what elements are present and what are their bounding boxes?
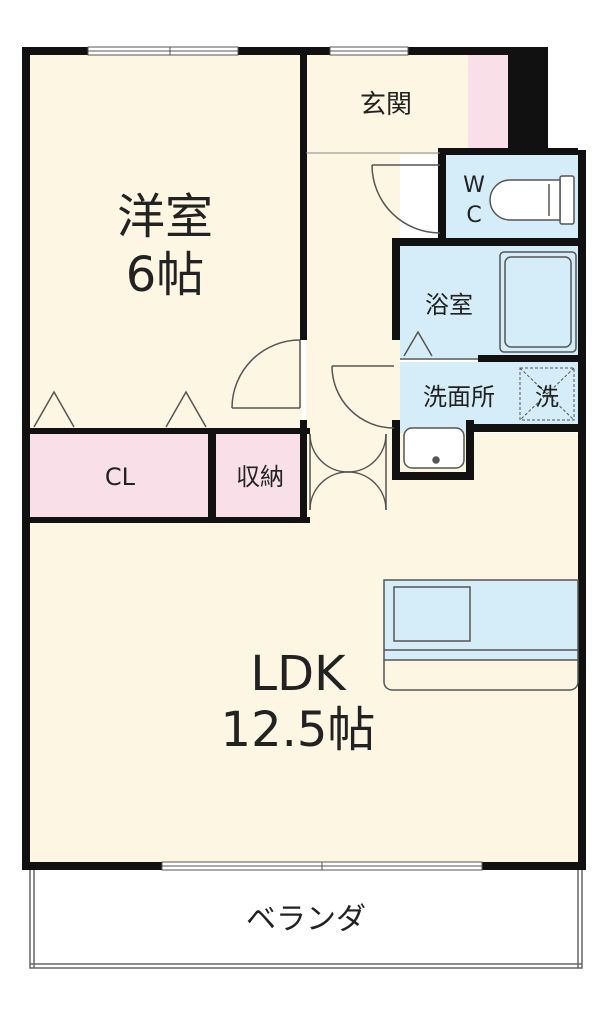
vanity-sink — [403, 427, 465, 469]
ldk-name: LDK — [250, 646, 347, 702]
wc-label-bottom: C — [466, 203, 481, 228]
washer-space — [519, 367, 575, 421]
closet-label: CL — [105, 463, 136, 491]
kitchen-counter — [383, 579, 579, 691]
storage-door-mark — [403, 330, 433, 357]
wc-label-top: W — [463, 173, 485, 198]
balcony-label: ベランダ — [246, 902, 366, 937]
bathroom-label: 浴室 — [425, 291, 473, 319]
storage-label: 収納 — [236, 463, 284, 491]
door-washroom — [331, 365, 395, 429]
toilet-fixture — [489, 175, 575, 225]
entrance-label: 玄関 — [360, 90, 412, 120]
western-room-size: 6帖 — [126, 247, 205, 303]
entrance-storage-floor — [468, 55, 508, 150]
window-ldk — [161, 861, 483, 871]
bathtub-fixture — [499, 251, 577, 353]
closet-doors — [33, 390, 207, 428]
ldk-size: 12.5帖 — [221, 702, 376, 758]
interior-walls — [28, 55, 578, 523]
western-room-name: 洋室 — [117, 189, 213, 245]
storage-floor-overlay — [214, 433, 302, 519]
corridor-floor — [306, 155, 400, 435]
washer-label: 洗 — [535, 383, 559, 411]
balcony — [29, 867, 583, 969]
door-wc — [371, 164, 441, 234]
door-western-room — [231, 339, 301, 409]
door-ldk — [309, 433, 387, 511]
washroom-label: 洗面所 — [423, 383, 495, 411]
window-western-room — [87, 46, 239, 56]
entrance-floor — [306, 55, 468, 155]
window-entrance — [329, 46, 409, 56]
closet-floor-overlay — [30, 433, 210, 519]
western-room-floor — [30, 55, 302, 429]
